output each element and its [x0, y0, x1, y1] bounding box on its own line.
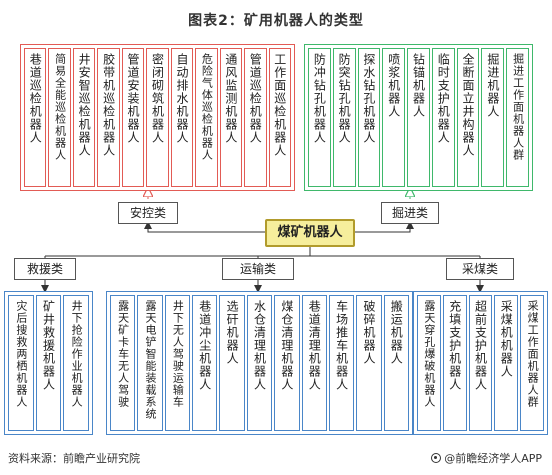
safety-robot-item-label: 工作面巡检机器人	[272, 53, 287, 157]
rescue-robot-item-label: 灾后搜救两栖机器人	[14, 300, 28, 408]
tunneling-robot-item-label: 掘进工作面机器人群	[511, 53, 525, 161]
transport-robot-item-label: 水仓清理机器人	[252, 300, 267, 391]
safety-robot-item: 危险气体巡检机器人	[195, 48, 218, 187]
tunneling-robot-item: 掘进机器人	[481, 48, 505, 187]
transport-robot-item: 露天电铲智能装载系统	[137, 295, 163, 431]
transport-robot-item-label: 露天矿卡车无人驾驶	[116, 300, 130, 408]
rescue-robot-item-label: 井下抢险作业机器人	[70, 300, 84, 408]
transport-robot-item: 车场推车机器人	[328, 295, 355, 431]
transport-robot-item-label: 选矸机器人	[225, 300, 240, 365]
transport-robot-item-label: 露天电铲智能装载系统	[144, 300, 158, 420]
safety-category-label: 安控类	[118, 202, 178, 224]
transport-robot-item: 破碎机器人	[356, 295, 382, 431]
safety-robot-item-label: 胶带机巡检机器人	[101, 53, 116, 157]
rescue-robot-item: 矿井救援机器人	[35, 295, 62, 431]
mining-robot-item: 采煤工作面机器人群	[520, 295, 544, 431]
transport-robot-item-label: 巷道冲尘机器人	[197, 300, 212, 391]
tunneling-robot-item-label: 掘进机器人	[485, 53, 500, 118]
mining-robot-item: 采煤机机器人	[494, 295, 519, 431]
tunneling-robot-item-label: 防冲钻孔机器人	[312, 53, 327, 144]
tunneling-robot-item-label: 探水钻孔机器人	[361, 53, 376, 144]
tunneling-robot-item-label: 喷浆机器人	[386, 53, 401, 118]
mining-robot-item: 露天穿孔爆破机器人	[417, 295, 441, 431]
transport-robot-item: 巷道冲尘机器人	[192, 295, 218, 431]
transport-category-label: 运输类	[222, 258, 294, 280]
transport-robot-item: 露天矿卡车无人驾驶	[110, 295, 136, 431]
transport-robot-item-label: 井下无人驾驶运输车	[171, 300, 185, 408]
tunneling-robot-item: 掘进工作面机器人群	[506, 48, 529, 187]
transport-robot-item: 搬运机器人	[383, 295, 409, 431]
safety-robot-item-label: 管道巡检机器人	[248, 53, 263, 144]
transport-robot-item-label: 搬运机器人	[389, 300, 404, 365]
tunneling-robot-item: 喷浆机器人	[382, 48, 406, 187]
safety-robot-item: 密闭砌筑机器人	[146, 48, 169, 187]
safety-robot-item: 胶带机巡检机器人	[97, 48, 120, 187]
safety-robot-item-label: 自动排水机器人	[174, 53, 189, 144]
mining-robot-item-label: 采煤工作面机器人群	[526, 300, 540, 408]
transport-robot-item-label: 破碎机器人	[361, 300, 376, 365]
tunneling-category-label: 掘进类	[381, 202, 439, 224]
tunneling-robot-item: 探水钻孔机器人	[357, 48, 381, 187]
transport-robot-item: 水仓清理机器人	[246, 295, 273, 431]
mining-category-label: 采煤类	[446, 258, 514, 280]
safety-robot-item: 巷道巡检机器人	[24, 48, 47, 187]
safety-robot-item: 管道巡检机器人	[244, 48, 267, 187]
transport-robot-item: 选矸机器人	[219, 295, 245, 431]
safety-robot-item: 简易全能巡检机器人	[48, 48, 71, 187]
safety-robot-item: 通风监测机器人	[219, 48, 243, 187]
safety-robot-item: 工作面巡检机器人	[268, 48, 291, 187]
tunneling-robot-item: 全断面立井构器人	[456, 48, 480, 187]
transport-robot-item-label: 煤仓清理机器人	[279, 300, 294, 391]
mining-robot-item: 充填支护机器人	[442, 295, 467, 431]
mining-robot-item-label: 露天穿孔爆破机器人	[422, 300, 436, 408]
rescue-robot-item: 井下抢险作业机器人	[63, 295, 89, 431]
rescue-category-label: 救援类	[14, 258, 76, 280]
page-title: 图表2：矿用机器人的类型	[188, 13, 364, 29]
transport-robot-item-label: 巷道清理机器人	[307, 300, 322, 391]
safety-robot-item-label: 简易全能巡检机器人	[53, 53, 67, 161]
tunneling-robot-item-label: 全断面立井构器人	[461, 53, 476, 157]
tunneling-robot-item-label: 防突钻孔机器人	[337, 53, 352, 144]
safety-robot-item-label: 密闭砌筑机器人	[150, 53, 165, 144]
transport-robot-item: 井下无人驾驶运输车	[164, 295, 191, 431]
transport-robot-item: 煤仓清理机器人	[274, 295, 300, 431]
brand-logo-icon	[431, 453, 442, 463]
brand-watermark: @前瞻经济学人APP	[431, 450, 542, 466]
rescue-robot-item-label: 矿井救援机器人	[41, 300, 56, 391]
coal-mine-robot-center-node: 煤矿机器人	[265, 219, 355, 247]
safety-robot-item-label: 井安智巡检机器人	[77, 53, 92, 157]
transport-robot-item-label: 车场推车机器人	[334, 300, 349, 391]
brand-text: @前瞻经济学人APP	[444, 452, 542, 465]
tunneling-robot-item: 钻锚机器人	[407, 48, 430, 187]
source-note: 资料来源：前瞻产业研究院	[8, 452, 140, 465]
tunneling-robot-item: 防冲钻孔机器人	[308, 48, 331, 187]
safety-robot-item-label: 巷道巡检机器人	[28, 53, 43, 144]
tunneling-robot-item-label: 临时支护机器人	[436, 53, 451, 144]
mining-robot-item: 超前支护机器人	[468, 295, 493, 431]
safety-robot-item: 自动排水机器人	[170, 48, 194, 187]
mining-robot-item-label: 超前支护机器人	[473, 300, 488, 391]
tunneling-robot-item: 临时支护机器人	[431, 48, 455, 187]
tunneling-robot-item: 防突钻孔机器人	[332, 48, 356, 187]
safety-robot-item-label: 管道安装机器人	[126, 53, 141, 144]
mining-robot-item-label: 采煤机机器人	[499, 300, 514, 378]
safety-robot-item: 管道安装机器人	[121, 48, 145, 187]
safety-robot-item-label: 通风监测机器人	[223, 53, 238, 144]
safety-robot-item: 井安智巡检机器人	[72, 48, 96, 187]
rescue-robot-item: 灾后搜救两栖机器人	[8, 295, 34, 431]
safety-robot-item-label: 危险气体巡检机器人	[200, 53, 214, 161]
mining-robot-item-label: 充填支护机器人	[447, 300, 462, 391]
transport-robot-item: 巷道清理机器人	[301, 295, 327, 431]
tunneling-robot-item-label: 钻锚机器人	[411, 53, 426, 118]
